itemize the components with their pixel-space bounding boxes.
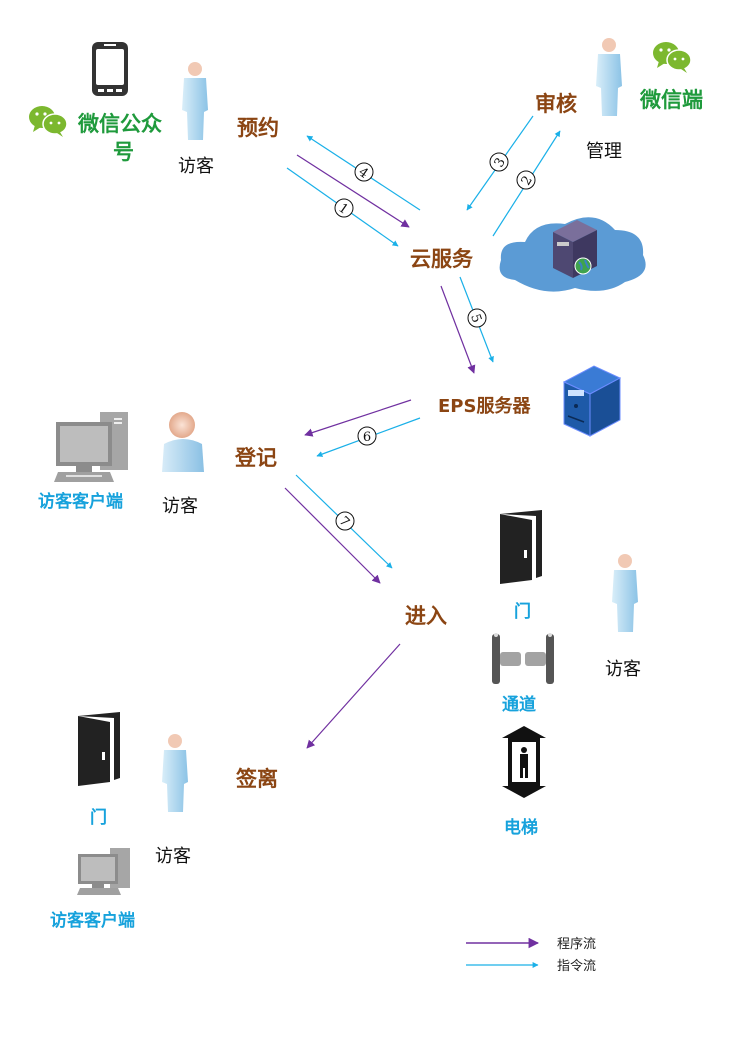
channel-label: 通道	[502, 695, 536, 715]
stage-enter: 进入	[405, 604, 447, 628]
person-icon	[162, 734, 188, 812]
stage-cloud-service: 云服务	[410, 247, 473, 271]
stage-eps-server: EPS服务器	[438, 396, 531, 417]
step-4-badge: 4	[354, 162, 374, 182]
server-icon	[562, 365, 622, 437]
wechat-icon	[29, 106, 68, 137]
step-3-badge: 3	[489, 152, 509, 172]
legend-command-flow: 指令流	[557, 959, 597, 974]
admin-label: 管理	[586, 141, 622, 162]
door-icon	[78, 712, 120, 786]
desktop-computer-icon	[77, 848, 130, 895]
arrow-eps-to-register-program	[304, 399, 412, 437]
legend-program-flow: 程序流	[557, 937, 597, 952]
person-bust-icon	[162, 412, 204, 472]
wechat-official-account-label-line2: 号	[113, 140, 134, 164]
door-label: 门	[90, 808, 107, 828]
visitor-client-label: 访客客户端	[50, 911, 135, 931]
visitor-label: 访客	[178, 156, 214, 177]
arrow-register-to-enter-program	[284, 487, 381, 584]
arrow-cloud-to-eps-program	[440, 285, 476, 374]
visitor-label: 访客	[162, 496, 198, 517]
step-2-badge: 2	[516, 170, 536, 190]
stage-signout: 签离	[236, 767, 278, 791]
visitor-client-label: 访客客户端	[38, 492, 123, 512]
turnstile-gate-icon	[492, 633, 554, 684]
elevator-icon	[502, 726, 546, 798]
desktop-computer-icon	[54, 412, 128, 482]
mobile-phone-icon	[92, 42, 128, 96]
visitor-label: 访客	[155, 846, 191, 867]
arrow-reserve-to-cloud-program	[296, 154, 410, 228]
wechat-icon	[653, 42, 692, 73]
wechat-client-label: 微信端	[640, 88, 703, 112]
person-icon	[612, 554, 638, 632]
svg-text:6: 6	[363, 430, 371, 445]
step-6-badge: 6	[357, 426, 377, 446]
step-5-badge: 5	[467, 308, 487, 328]
visitor-label: 访客	[605, 659, 641, 680]
person-icon	[182, 62, 208, 140]
stage-review: 审核	[535, 92, 577, 116]
stage-register: 登记	[235, 446, 277, 470]
arrow-enter-to-signout-program	[306, 643, 401, 749]
step-1-badge: 1	[334, 198, 354, 218]
elevator-label: 电梯	[504, 818, 538, 838]
stage-reserve: 预约	[237, 116, 279, 140]
door-label: 门	[514, 602, 531, 622]
person-icon	[596, 38, 622, 116]
cloud-server-icon	[499, 217, 646, 292]
step-7-badge: 7	[335, 511, 355, 531]
door-icon	[500, 510, 542, 584]
wechat-official-account-label: 微信公众	[78, 112, 162, 136]
